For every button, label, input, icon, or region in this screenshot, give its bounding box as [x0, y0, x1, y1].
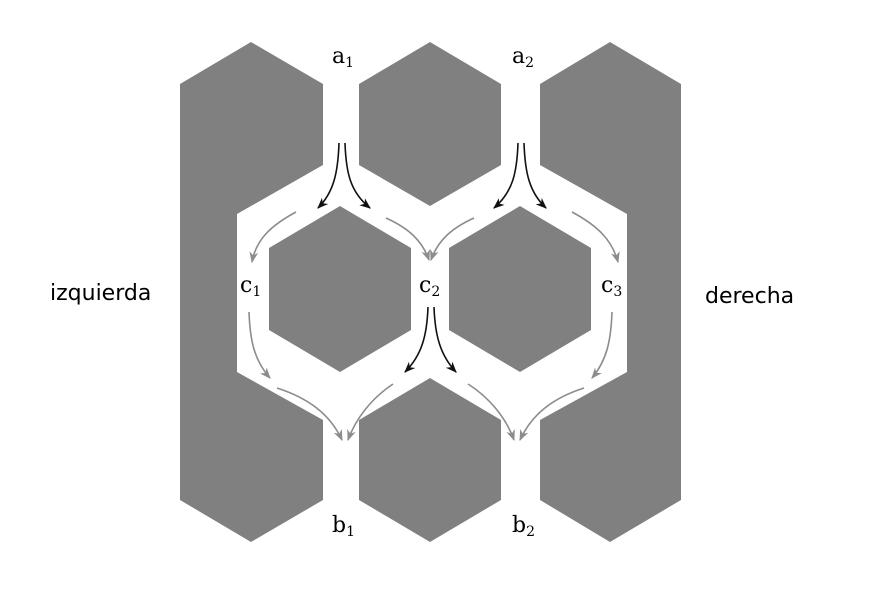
arrow-light-to-c2-left [385, 217, 430, 262]
label-c3: c3 [601, 273, 622, 300]
label-b2: b2 [512, 513, 535, 540]
arrow-a1-right [344, 142, 371, 209]
hexagon-middle-right [449, 206, 591, 372]
hexagon-bottom [359, 378, 501, 542]
arrow-c2-left [404, 306, 429, 373]
arrow-light-to-b2-left [467, 383, 515, 442]
label-a2: a2 [512, 44, 534, 71]
left-wall-shape [180, 42, 323, 542]
label-right-side: derecha [705, 284, 794, 309]
hexagon-top [359, 42, 501, 206]
arrow-light-to-c3 [571, 211, 620, 264]
right-wall-shape [540, 42, 681, 542]
arrow-a1-left [317, 142, 340, 209]
label-a1: a1 [332, 44, 354, 71]
arrow-light-to-b2-right [519, 387, 585, 442]
hexagon-middle-left [269, 206, 411, 372]
arrow-a2-right [523, 142, 547, 209]
arrow-light-to-c2-right [430, 217, 475, 262]
arrow-a2-left [493, 142, 519, 209]
arrow-light-to-b1-left [276, 387, 343, 442]
label-c1: c1 [240, 273, 261, 300]
label-b1: b1 [332, 513, 355, 540]
arrow-light-to-c1 [249, 211, 297, 264]
arrow-light-c3-down [591, 311, 613, 379]
label-c2: c2 [419, 273, 440, 300]
label-left-side: izquierda [50, 281, 151, 306]
arrow-light-to-b1-right [347, 383, 394, 442]
arrow-light-c1-down [248, 311, 271, 379]
arrow-c2-right [433, 306, 457, 373]
